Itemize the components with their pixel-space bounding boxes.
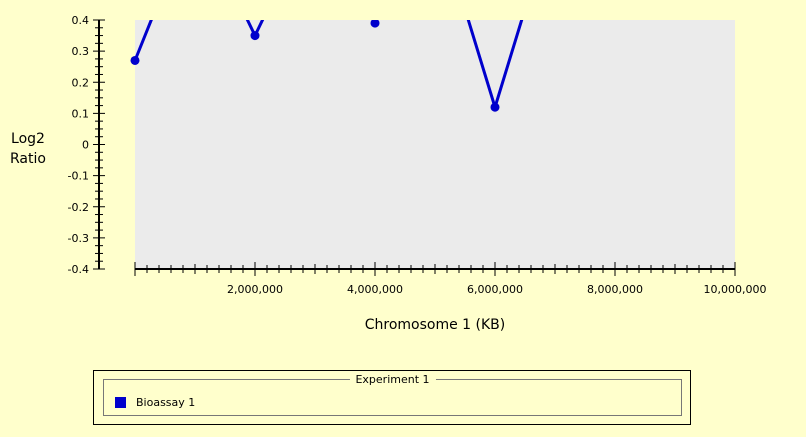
y-tick-label: 0.1	[72, 107, 90, 120]
y-tick-label: -0.2	[68, 201, 89, 214]
plot-area	[135, 20, 735, 269]
data-point	[130, 55, 140, 65]
x-tick-label: 10,000,000	[704, 283, 767, 296]
legend: Experiment 1 Bioassay 1	[93, 370, 691, 425]
x-tick-label: 6,000,000	[467, 283, 523, 296]
y-tick-label: -0.3	[68, 232, 89, 245]
y-tick-label: 0.3	[72, 45, 90, 58]
legend-title: Experiment 1	[349, 373, 436, 386]
y-tick-label: 0.4	[72, 14, 90, 27]
x-axis-title: Chromosome 1 (KB)	[365, 317, 506, 333]
data-point	[370, 20, 380, 28]
legend-group: Experiment 1 Bioassay 1	[103, 373, 682, 416]
series-line	[133, 20, 524, 113]
legend-item-label: Bioassay 1	[136, 396, 196, 409]
x-tick-label: 2,000,000	[227, 283, 283, 296]
y-axis: -0.4 -0.3 -0.2 -0.1 0 0.1 0.2 0.3 0.4	[68, 14, 105, 276]
x-tick-label: 8,000,000	[587, 283, 643, 296]
y-tick-label: -0.1	[68, 170, 89, 183]
data-point	[250, 31, 260, 41]
y-tick-label: 0.2	[72, 76, 90, 89]
legend-swatch	[115, 397, 126, 408]
data-point	[490, 102, 500, 112]
y-axis-title-line: Log2	[11, 131, 45, 147]
y-tick-label: 0	[82, 139, 89, 152]
series-bioassay-1	[130, 20, 524, 113]
y-tick-label: -0.4	[68, 263, 89, 276]
x-axis: 2,000,000 4,000,000 6,000,000 8,000,000 10,0…	[134, 262, 767, 296]
y-axis-title-line: Ratio	[10, 151, 46, 167]
legend-item-bioassay-1[interactable]: Bioassay 1	[115, 396, 195, 409]
x-tick-label: 4,000,000	[347, 283, 403, 296]
